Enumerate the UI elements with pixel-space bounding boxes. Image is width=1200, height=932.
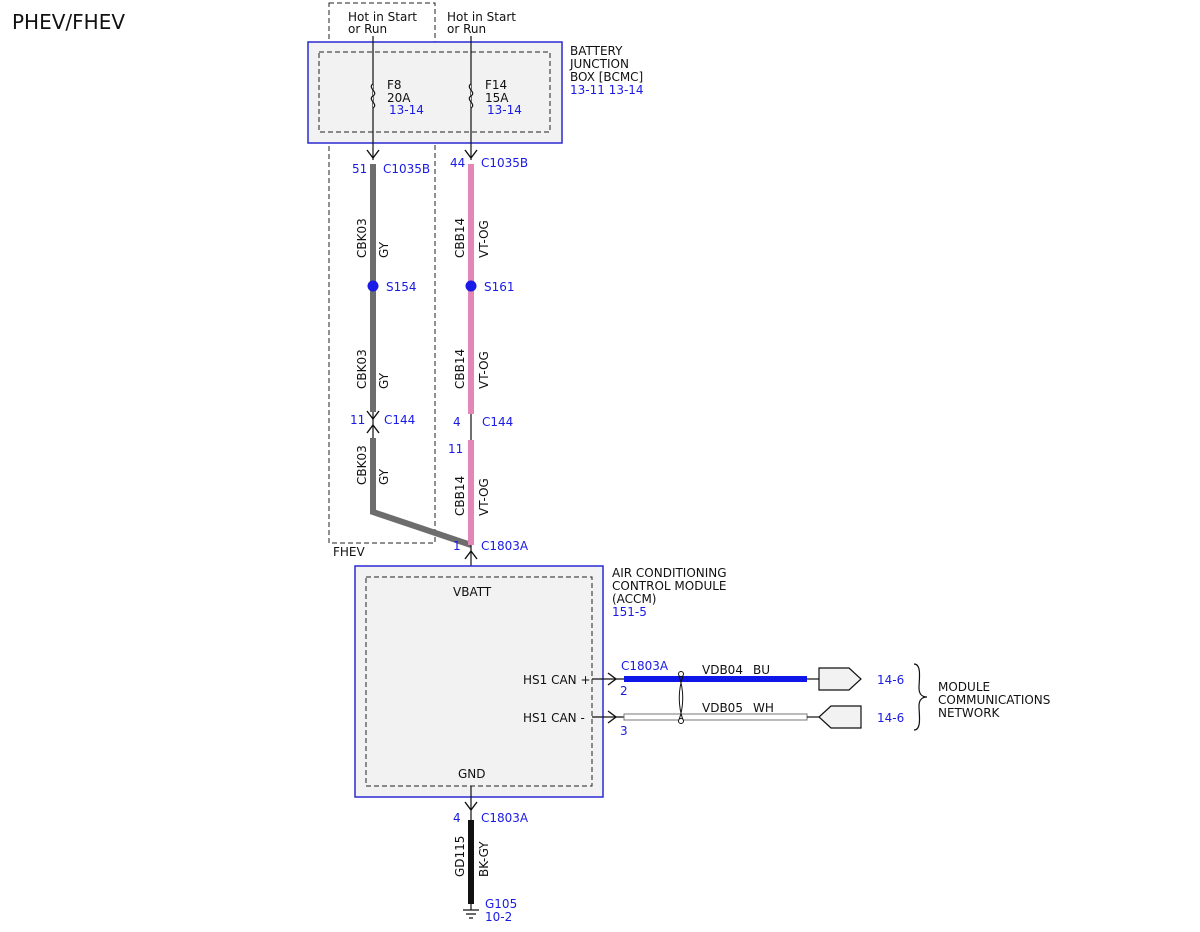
accm-name-line3: (ACCM): [612, 592, 656, 606]
left-wire-color-seg1: GY: [377, 241, 391, 258]
fhev-label: FHEV: [333, 545, 366, 559]
fuse-f8-rating: 20A: [387, 91, 411, 105]
can-minus-offpage-icon[interactable]: [818, 705, 862, 729]
left-wire-id-seg2: CBK03: [355, 349, 369, 389]
bjb-ref: 13-11 13-14: [570, 83, 644, 97]
network-label-line1: MODULE: [938, 680, 990, 694]
ground-wire-color: BK-GY: [477, 841, 491, 877]
fuse-f14-id: F14: [485, 78, 507, 92]
right-power-source-line2: or Run: [447, 22, 486, 36]
twisted-pair-icon: [678, 675, 684, 721]
right-c1035b-pin: 44: [450, 156, 465, 170]
accm-can-minus-label: HS1 CAN -: [523, 711, 585, 725]
bjb-name-line1: BATTERY: [570, 44, 623, 58]
network-label-line3: NETWORK: [938, 706, 1001, 720]
splice-s154-label: S154: [386, 280, 417, 294]
can-minus-pin: 3: [620, 724, 628, 738]
fuse-f8-id: F8: [387, 78, 402, 92]
left-wire-color-seg3: GY: [377, 468, 391, 485]
ground-wire-id: GD115: [453, 836, 467, 877]
left-power-source-line1: Hot in Start: [348, 10, 417, 24]
c144-left-connector-icon-lower: [366, 423, 380, 434]
bjb-name-line3: BOX [BCMC]: [570, 70, 643, 84]
bjb-name-line2: JUNCTION: [569, 57, 629, 71]
can-plus-pin: 2: [620, 684, 628, 698]
right-c144-pin-top: 4: [453, 415, 461, 429]
accm-ref: 151-5: [612, 605, 647, 619]
bjb-outer-box: [307, 41, 563, 144]
network-label-line2: COMMUNICATIONS: [938, 693, 1050, 707]
bjb-inner-box: [318, 51, 551, 133]
right-wire-color-seg2: VT-OG: [477, 351, 491, 389]
c144-left-connector-icon: [366, 410, 380, 421]
accm-outer-box: [354, 565, 604, 798]
splice-s161-label: S161: [484, 280, 515, 294]
can-minus-ref[interactable]: 14-6: [877, 711, 904, 725]
left-wire-id-seg1: CBK03: [355, 218, 369, 258]
left-wire-color-seg2: GY: [377, 372, 391, 389]
fuse-f14-rating: 15A: [485, 91, 509, 105]
c1803a-top-connector-icon: [464, 549, 478, 560]
accm-inner-box: [365, 576, 593, 787]
can-plus-ref[interactable]: 14-6: [877, 673, 904, 687]
can-plus-wire-id: VDB04: [702, 663, 743, 677]
right-c144-pin-bottom: 11: [448, 442, 463, 456]
can-connector-name: C1803A: [621, 659, 669, 673]
accm-name-line1: AIR CONDITIONING: [612, 566, 727, 580]
can-minus-wire-id: VDB05: [702, 701, 743, 715]
c1035b-right-connector-icon: [464, 149, 478, 160]
ground-id: G105: [485, 897, 517, 911]
fuse-f8-icon: [370, 83, 376, 109]
accm-gnd-label: GND: [458, 767, 486, 781]
left-power-source-line2: or Run: [348, 22, 387, 36]
splice-s154-dot: [367, 280, 379, 292]
twisted-pair-bottom-ring: [678, 718, 684, 724]
right-wire-color-seg1: VT-OG: [477, 220, 491, 258]
ground-connector-name: C1803A: [481, 811, 529, 825]
right-c1035b-name: C1035B: [481, 156, 528, 170]
splice-s161-dot: [465, 280, 477, 292]
can-plus-wire-color: BU: [753, 663, 770, 677]
can-minus-wire-color: WH: [753, 701, 774, 715]
c1803a-top-name: C1803A: [481, 539, 529, 553]
left-c1035b-pin: 51: [352, 162, 367, 176]
accm-vbatt-label: VBATT: [453, 585, 492, 599]
c1803a-top-pin: 1: [453, 539, 461, 553]
left-wire-segment-2: [370, 438, 472, 548]
fuse-f14-icon: [468, 83, 474, 109]
ground-connector-pin: 4: [453, 811, 461, 825]
left-c1035b-name: C1035B: [383, 162, 430, 176]
right-c144-name: C144: [482, 415, 513, 429]
twisted-pair-top-ring: [678, 671, 684, 677]
can-minus-connector-icon: [607, 710, 618, 724]
right-wire-id-seg2: CBB14: [453, 349, 467, 389]
fuse-f14-ref: 13-14: [487, 103, 522, 117]
right-wire-id-seg3: CBB14: [453, 476, 467, 516]
can-plus-connector-icon: [607, 672, 618, 686]
ground-symbol-icon: [463, 909, 479, 919]
can-plus-offpage-icon[interactable]: [818, 667, 862, 691]
fhev-option-box: [328, 2, 436, 544]
accm-can-plus-label: HS1 CAN +: [523, 673, 591, 687]
network-brace-icon: [913, 663, 928, 731]
fuse-f8-ref: 13-14: [389, 103, 424, 117]
right-wire-id-seg1: CBB14: [453, 218, 467, 258]
right-wire-color-seg3: VT-OG: [477, 478, 491, 516]
c1035b-left-connector-icon: [366, 149, 380, 160]
accm-name-line2: CONTROL MODULE: [612, 579, 727, 593]
left-c144-name: C144: [384, 413, 415, 427]
left-wire-id-seg3: CBK03: [355, 445, 369, 485]
left-c144-pin: 11: [350, 413, 365, 427]
page-title: PHEV/FHEV: [12, 10, 125, 34]
right-power-source-line1: Hot in Start: [447, 10, 516, 24]
ground-connector-icon: [464, 801, 478, 812]
ground-ref: 10-2: [485, 910, 512, 924]
